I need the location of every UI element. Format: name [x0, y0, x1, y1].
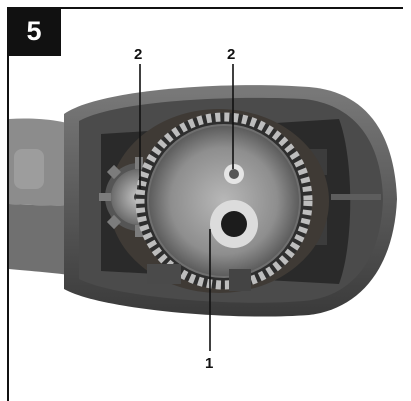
frame-top-border: [7, 7, 403, 9]
callout-label-1: 1: [205, 355, 214, 372]
gear-housing-photo: [9, 9, 403, 401]
callout-label-2-right: 2: [227, 46, 236, 63]
figure-number-badge: 5: [7, 7, 61, 56]
frame-left-border: [7, 7, 9, 401]
callout-label-2-left: 2: [134, 46, 143, 63]
